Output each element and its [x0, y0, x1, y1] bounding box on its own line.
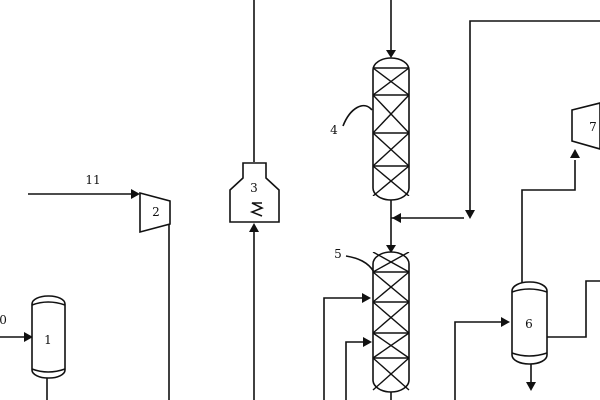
- furnace-3-label: 3: [250, 181, 258, 195]
- compressor-7: 7: [571, 102, 600, 150]
- arrow-into-reactor-5: [386, 245, 396, 253]
- reactor-5-label: 5: [334, 247, 342, 261]
- recycle-line: [469, 20, 600, 212]
- arrow-into-furnace-3: [249, 223, 259, 232]
- feed-to-reactor-5-lower-line: [345, 341, 363, 400]
- compressor-2-label: 2: [152, 205, 160, 219]
- stream-10-label: 0: [0, 313, 7, 327]
- arrow-into-reactor-4: [386, 50, 396, 58]
- flow-arrows: [24, 50, 580, 391]
- feed-to-reactor-5-upper-line: [323, 297, 362, 400]
- arrow-junction: [392, 213, 401, 223]
- reactor-5: 5: [334, 247, 410, 393]
- separator-6-overhead-line: [521, 160, 576, 284]
- arrow-stream-11: [131, 189, 140, 199]
- reactor-4-leader: [342, 104, 373, 127]
- arrow-into-vessel-1: [24, 332, 33, 342]
- arrow-recycle: [465, 210, 475, 219]
- reactor-5-leader: [345, 255, 375, 273]
- reactor-4: 4: [330, 57, 410, 201]
- arrow-reactor-5-upper: [362, 293, 371, 303]
- separator-6-side-line: [547, 280, 600, 338]
- arrow-into-compressor-7: [570, 149, 580, 158]
- furnace-3: 3: [229, 162, 280, 223]
- compressor-7-label: 7: [589, 120, 597, 134]
- stream-11-label: 11: [85, 173, 100, 187]
- arrow-separator-6-bottom: [526, 382, 536, 391]
- separator-6-label: 6: [525, 317, 533, 331]
- arrow-reactor-5-lower: [363, 337, 372, 347]
- compressor-2-discharge-line: [164, 213, 170, 400]
- compressor-2: 2: [139, 191, 171, 234]
- vessel-1-label: 1: [44, 333, 52, 347]
- arrow-into-separator-6: [501, 317, 510, 327]
- reactor-4-label: 4: [330, 123, 338, 137]
- vessel-1: 1: [31, 295, 66, 379]
- separator-6-feed-line: [454, 321, 501, 400]
- separator-6: 6: [511, 281, 548, 365]
